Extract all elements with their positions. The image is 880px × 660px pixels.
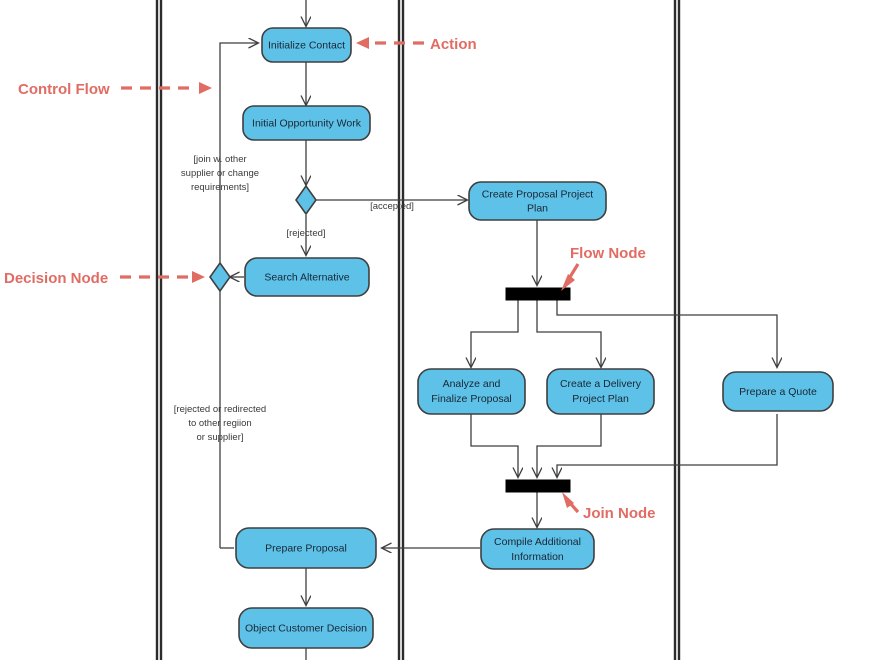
annotation-control-flow-label: Control Flow (18, 81, 110, 98)
action-object-customer-decision-label: Object Customer Decision (245, 622, 367, 634)
swimlane-separators (155, 0, 681, 660)
guard-rejected: [rejected] (286, 228, 325, 239)
action-initialize-contact-label: Initialize Contact (268, 39, 345, 51)
action-compile-additional-information[interactable]: Compile Additional Information (480, 528, 595, 570)
action-prepare-a-quote-label: Prepare a Quote (739, 386, 817, 398)
edge-create-delivery-to-join (537, 414, 602, 477)
annotation-action: Action (356, 36, 477, 53)
annotation-action-label: Action (430, 36, 477, 53)
swimlane-separator-3 (673, 0, 681, 660)
guard-join-w-other-line3: requirements] (191, 182, 249, 193)
annotation-action-arrow-icon (356, 37, 369, 49)
action-search-alternative[interactable]: Search Alternative (244, 257, 370, 297)
guard-rejected-redirected-line2: to other regiion (188, 418, 251, 429)
fork-node-bar[interactable] (505, 287, 571, 301)
annotations: Control Flow Decision Node Action Flow N… (4, 36, 656, 522)
guard-labels: [join w. other supplier or change requir… (174, 154, 414, 443)
action-create-a-delivery-project-plan-label-line1: Create a Delivery (560, 378, 642, 390)
edge-fork-to-analyze-finalize (471, 300, 519, 367)
guard-join-w-other-line1: [join w. other (193, 154, 246, 165)
action-initial-opportunity-work-label: Initial Opportunity Work (252, 117, 362, 129)
annotation-join-node-arrow-icon (562, 492, 574, 508)
annotation-join-node: Join Node (562, 492, 656, 522)
annotation-control-flow-arrow-icon (199, 82, 212, 94)
annotation-decision-node: Decision Node (4, 270, 205, 287)
action-analyze-and-finalize-proposal-label-line1: Analyze and (443, 378, 501, 390)
action-compile-additional-information-label-line2: Information (511, 551, 564, 563)
action-prepare-a-quote[interactable]: Prepare a Quote (722, 371, 834, 412)
annotation-control-flow: Control Flow (18, 81, 212, 98)
edge-fork-to-prepare-a-quote (556, 300, 777, 367)
annotation-flow-node-arrow-icon (561, 274, 575, 291)
fork-join-bars (505, 287, 571, 493)
annotation-flow-node: Flow Node (561, 245, 646, 291)
swimlane-separator-1 (155, 0, 163, 660)
action-create-proposal-project-plan-label-line2: Plan (527, 202, 548, 214)
action-create-proposal-project-plan[interactable]: Create Proposal Project Plan (468, 181, 607, 221)
action-initialize-contact[interactable]: Initialize Contact (261, 27, 352, 63)
action-analyze-and-finalize-proposal-label-line2: Finalize Proposal (431, 393, 512, 405)
action-create-proposal-project-plan-label-line1: Create Proposal Project (482, 188, 594, 200)
action-prepare-proposal-label: Prepare Proposal (265, 542, 347, 554)
swimlane-separator-2 (397, 0, 405, 660)
action-analyze-and-finalize-proposal[interactable]: Analyze and Finalize Proposal (417, 368, 526, 415)
guard-accepted: [accepted] (370, 201, 414, 212)
action-search-alternative-label: Search Alternative (264, 271, 349, 283)
edge-analyze-finalize-to-join (470, 414, 518, 477)
decision-nodes (209, 184, 317, 293)
annotation-flow-node-label: Flow Node (570, 245, 646, 262)
action-object-customer-decision[interactable]: Object Customer Decision (238, 607, 374, 649)
control-flow-edges (219, 0, 778, 660)
edge-prepare-a-quote-to-join (557, 414, 778, 477)
action-create-a-delivery-project-plan[interactable]: Create a Delivery Project Plan (546, 368, 655, 415)
decision-node-accept-reject[interactable] (295, 184, 317, 216)
guard-rejected-redirected-line1: [rejected or redirected (174, 404, 266, 415)
edge-fork-to-create-delivery (536, 300, 601, 367)
action-initial-opportunity-work[interactable]: Initial Opportunity Work (242, 105, 371, 141)
annotation-decision-node-arrow-icon (192, 271, 205, 283)
merge-node-alternative[interactable] (209, 261, 231, 293)
annotation-decision-node-label: Decision Node (4, 270, 108, 287)
edge-merge-loop-to-initialize-contact (219, 43, 258, 263)
join-node-bar[interactable] (505, 479, 571, 493)
action-prepare-proposal[interactable]: Prepare Proposal (235, 527, 377, 569)
action-compile-additional-information-label-line1: Compile Additional (494, 536, 581, 548)
action-create-a-delivery-project-plan-label-line2: Project Plan (572, 393, 629, 405)
annotation-join-node-label: Join Node (583, 505, 656, 522)
action-nodes: Initialize Contact Initial Opportunity W… (235, 27, 834, 649)
guard-join-w-other-line2: supplier or change (181, 168, 259, 179)
guard-rejected-redirected-line3: or supplier] (197, 432, 244, 443)
